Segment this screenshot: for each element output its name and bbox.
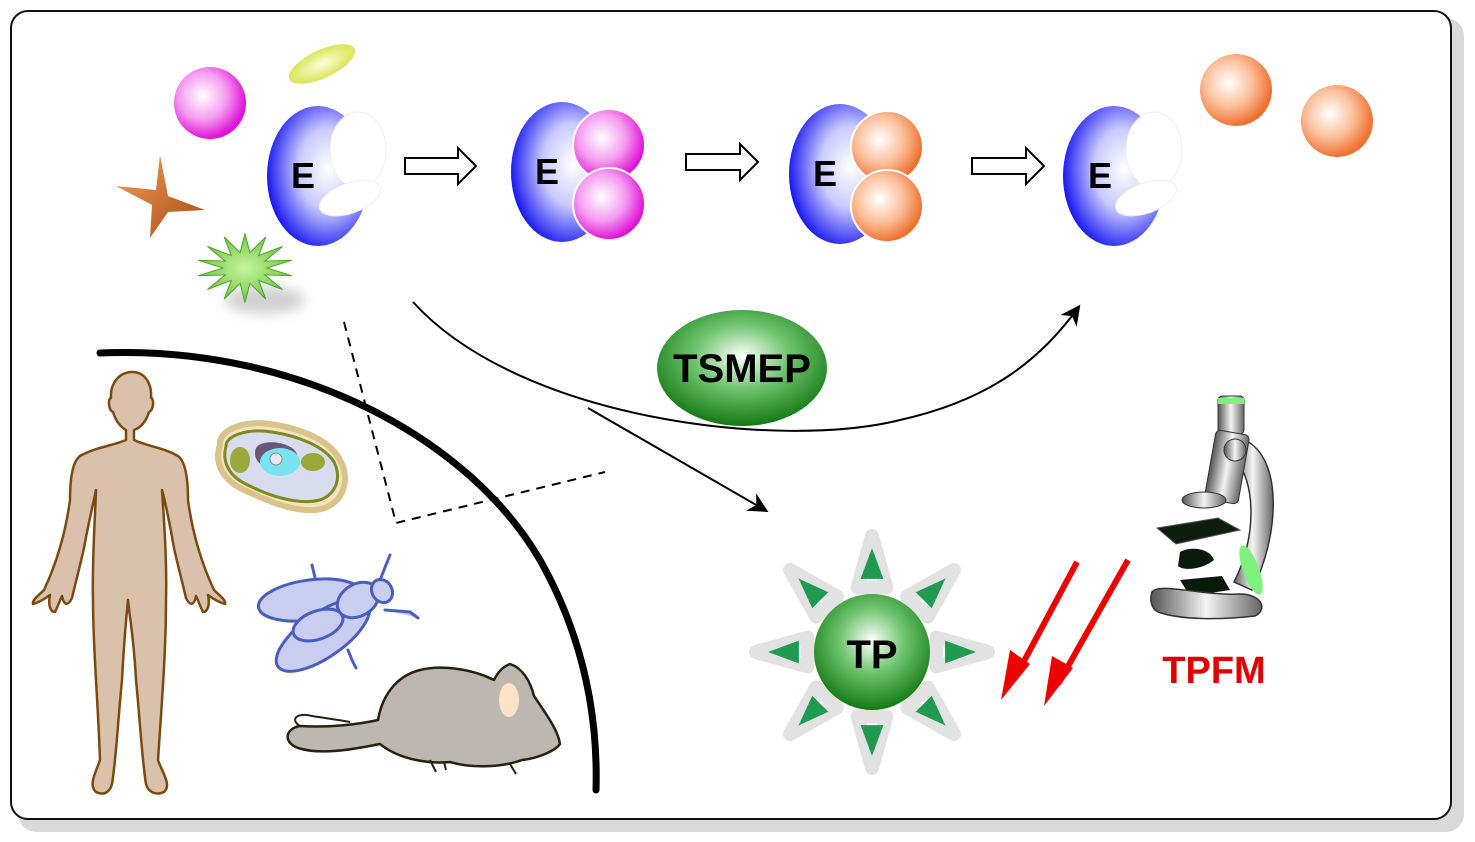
tp-ray [860, 725, 884, 756]
product-sphere-1 [1200, 54, 1272, 126]
probe-label: TSMEP [673, 347, 811, 391]
enzyme-stage-4: E [1063, 106, 1183, 246]
step-arrow-1 [404, 145, 478, 187]
step-arrow-3 [971, 145, 1046, 187]
product-formation-arrow [587, 407, 769, 512]
enzyme-label: E [291, 155, 315, 196]
tp-ray [860, 548, 884, 579]
probe-tsmep: TSMEP [657, 310, 827, 426]
probe-reaction-arc [412, 301, 1081, 432]
enzyme-stage-3: E [789, 104, 924, 244]
tp-ray [798, 695, 829, 726]
product-label: TP [846, 633, 897, 677]
excitation-arrows [1001, 558, 1131, 706]
tissue-penetration-dashed-line [343, 321, 606, 525]
tp-ray [798, 578, 829, 609]
substrate-star-orange [116, 155, 205, 238]
step-arrow-2 [685, 141, 760, 183]
human-icon [31, 370, 227, 795]
substrate-sphere-pink [174, 67, 246, 139]
enzyme-label: E [813, 153, 837, 194]
fruit-fly-icon [256, 553, 420, 673]
enzyme-stage-2: E [511, 102, 646, 242]
tp-ray [915, 578, 946, 609]
substrate-spiky-green [198, 233, 305, 314]
tp-fluorescent-product: TP [749, 529, 995, 775]
organism-boundary-arc [96, 349, 600, 794]
substrate-ellipse-yellow [288, 44, 356, 84]
product-sphere-2 [1301, 85, 1373, 157]
enzyme-label: E [535, 151, 559, 192]
enzyme-label: E [1088, 155, 1112, 196]
tp-ray [768, 640, 799, 664]
tp-ray [915, 695, 946, 726]
tp-ray [945, 640, 976, 664]
microscope-icon [1150, 395, 1274, 620]
enzyme-stage-1: E [267, 106, 387, 246]
imaging-label: TPFM [1162, 650, 1265, 692]
plant-cell-icon [215, 420, 348, 514]
mouse-icon [286, 662, 562, 775]
